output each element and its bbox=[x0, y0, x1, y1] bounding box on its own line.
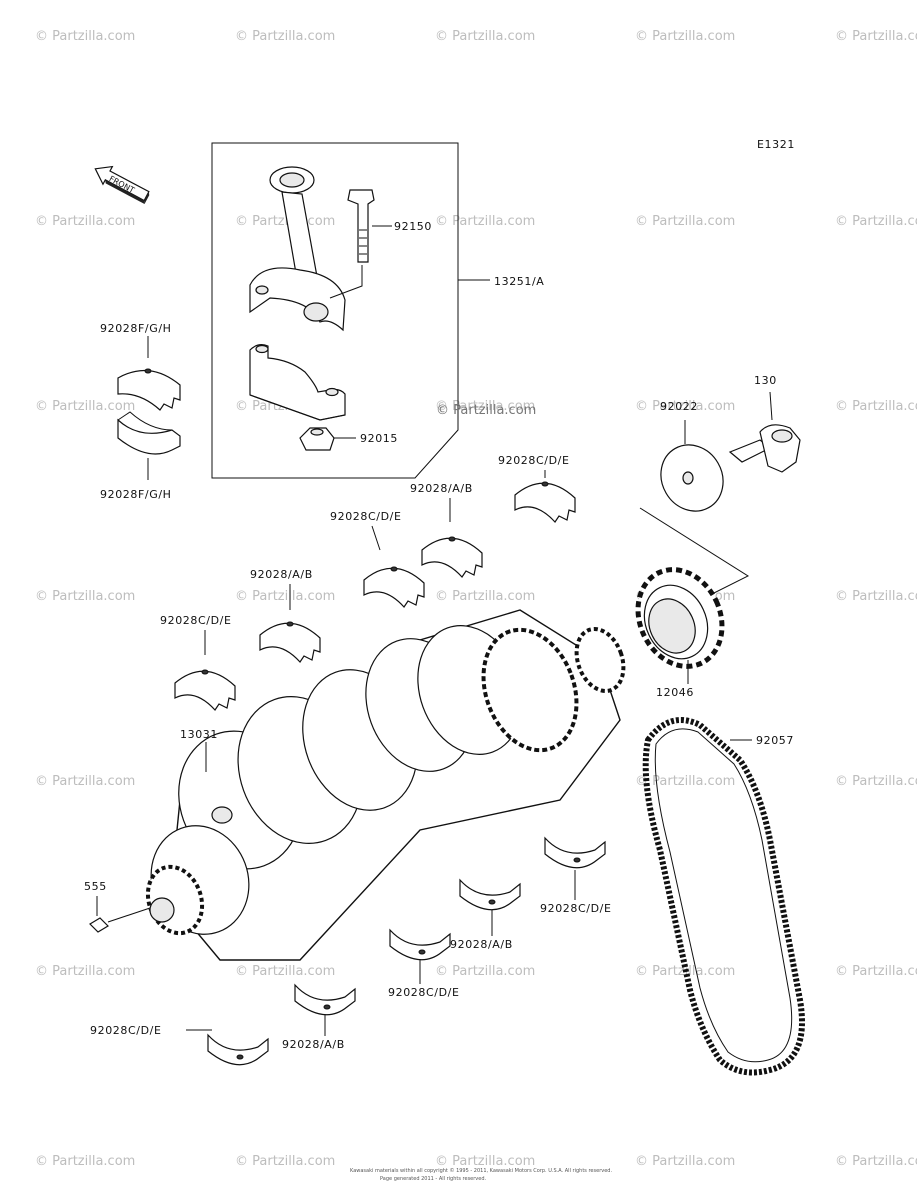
connecting-rod bbox=[249, 166, 346, 332]
label-92057: 92057 bbox=[756, 734, 794, 747]
watermark-layer: © Partzilla.com© Partzilla.com© Partzill… bbox=[35, 29, 917, 1169]
watermark-text: © Partzilla.com bbox=[835, 1154, 917, 1169]
leader-line bbox=[371, 525, 381, 551]
label-13031: 13031 bbox=[180, 728, 218, 741]
bearing-shell bbox=[514, 482, 576, 523]
rod-nut bbox=[299, 427, 335, 451]
watermark-text: © Partzilla.com bbox=[35, 589, 135, 604]
watermark-text: © Partzilla.com bbox=[635, 214, 735, 229]
crankshaft bbox=[145, 609, 626, 961]
watermark-text: © Partzilla.com bbox=[35, 964, 135, 979]
bearing-shells bbox=[174, 470, 606, 1066]
crank-bolt bbox=[728, 424, 801, 473]
bearing-shell bbox=[421, 537, 483, 578]
watermark-text: © Partzilla.com bbox=[835, 399, 917, 414]
label-92150: 92150 bbox=[394, 220, 432, 233]
watermark-text: © Partzilla.com bbox=[435, 589, 535, 604]
bearing-shell-fgh-lower bbox=[117, 411, 181, 455]
bearing-shell bbox=[207, 1033, 269, 1066]
label-92028cde-1: 92028C/D/E bbox=[498, 454, 570, 467]
label-92028ab-3: 92028/A/B bbox=[450, 938, 513, 951]
watermark-text: © Partzilla.com bbox=[635, 1154, 735, 1169]
center-watermark: © Partzilla.com bbox=[436, 403, 536, 418]
bearing-shell bbox=[544, 836, 606, 869]
watermark-text: © Partzilla.com bbox=[35, 214, 135, 229]
watermark-text: © Partzilla.com bbox=[35, 399, 135, 414]
watermark-text: © Partzilla.com bbox=[235, 964, 335, 979]
rod-cap bbox=[249, 344, 346, 421]
label-555: 555 bbox=[84, 880, 107, 893]
bearing-shell bbox=[459, 878, 521, 911]
label-92028cde-4: 92028C/D/E bbox=[540, 902, 612, 915]
bearing-shell-fgh-upper bbox=[117, 368, 181, 411]
con-rod-kit-outline bbox=[211, 142, 459, 479]
watermark-text: © Partzilla.com bbox=[435, 214, 535, 229]
watermark-text: © Partzilla.com bbox=[235, 214, 335, 229]
bearing-shell bbox=[363, 567, 425, 608]
bearing-shell bbox=[174, 670, 236, 711]
bearing-shell bbox=[259, 622, 321, 663]
label-92028cde-5: 92028C/D/E bbox=[388, 986, 460, 999]
rod-bolt bbox=[347, 189, 375, 263]
watermark-text: © Partzilla.com bbox=[35, 774, 135, 789]
label-92028ab-4: 92028/A/B bbox=[282, 1038, 345, 1051]
label-92028cde-6: 92028C/D/E bbox=[90, 1024, 162, 1037]
watermark-text: © Partzilla.com bbox=[435, 29, 535, 44]
oil-hole-icon bbox=[286, 621, 294, 627]
copyright-line-2: Page generated 2011 - All rights reserve… bbox=[380, 1176, 487, 1182]
watermark-text: © Partzilla.com bbox=[35, 29, 135, 44]
oil-hole-icon bbox=[448, 536, 456, 542]
label-92028cde-3: 92028C/D/E bbox=[160, 614, 232, 627]
watermark-text: © Partzilla.com bbox=[435, 399, 535, 414]
diagram-code: E1321 bbox=[757, 138, 795, 151]
washer bbox=[660, 444, 724, 512]
watermark-text: © Partzilla.com bbox=[835, 964, 917, 979]
label-92015: 92015 bbox=[360, 432, 398, 445]
label-92028ab-2: 92028/A/B bbox=[250, 568, 313, 581]
oil-hole-icon bbox=[541, 481, 549, 487]
label-130: 130 bbox=[754, 374, 777, 387]
front-arrow-icon: FRONT bbox=[94, 165, 150, 205]
watermark-text: © Partzilla.com bbox=[835, 589, 917, 604]
oil-hole-icon bbox=[390, 566, 398, 572]
label-92028cde-2: 92028C/D/E bbox=[330, 510, 402, 523]
label-92028fgh-top: 92028F/G/H bbox=[100, 322, 172, 335]
crank-sprocket bbox=[635, 567, 725, 669]
watermark-text: © Partzilla.com bbox=[635, 29, 735, 44]
oil-hole-icon bbox=[418, 949, 426, 955]
watermark-text: © Partzilla.com bbox=[835, 29, 917, 44]
oil-hole-icon bbox=[236, 1054, 244, 1060]
label-92028fgh-bottom: 92028F/G/H bbox=[100, 488, 172, 501]
dowel-pin bbox=[89, 917, 109, 933]
bearing-shell bbox=[389, 928, 451, 961]
watermark-text: © Partzilla.com bbox=[235, 1154, 335, 1169]
watermark-text: © Partzilla.com bbox=[835, 214, 917, 229]
watermark-text: © Partzilla.com bbox=[635, 399, 735, 414]
cam-chain bbox=[642, 717, 805, 1076]
copyright-line-1: Kawasaki materials within all copyright … bbox=[350, 1167, 612, 1174]
bearing-shell bbox=[294, 983, 356, 1016]
label-92022: 92022 bbox=[660, 400, 698, 413]
oil-hole-icon bbox=[573, 857, 581, 863]
label-13251a: 13251/A bbox=[494, 275, 544, 288]
watermark-text: © Partzilla.com bbox=[235, 589, 335, 604]
oil-hole-icon bbox=[323, 1004, 331, 1010]
oil-hole-icon bbox=[201, 669, 209, 675]
oil-hole-icon bbox=[488, 899, 496, 905]
watermark-text: © Partzilla.com bbox=[35, 1154, 135, 1169]
watermark-text: © Partzilla.com bbox=[435, 1154, 535, 1169]
label-12046: 12046 bbox=[656, 686, 694, 699]
watermark-text: © Partzilla.com bbox=[435, 964, 535, 979]
watermark-text: © Partzilla.com bbox=[635, 774, 735, 789]
label-92028ab-1: 92028/A/B bbox=[410, 482, 473, 495]
watermark-text: © Partzilla.com bbox=[235, 29, 335, 44]
watermark-text: © Partzilla.com bbox=[835, 774, 917, 789]
